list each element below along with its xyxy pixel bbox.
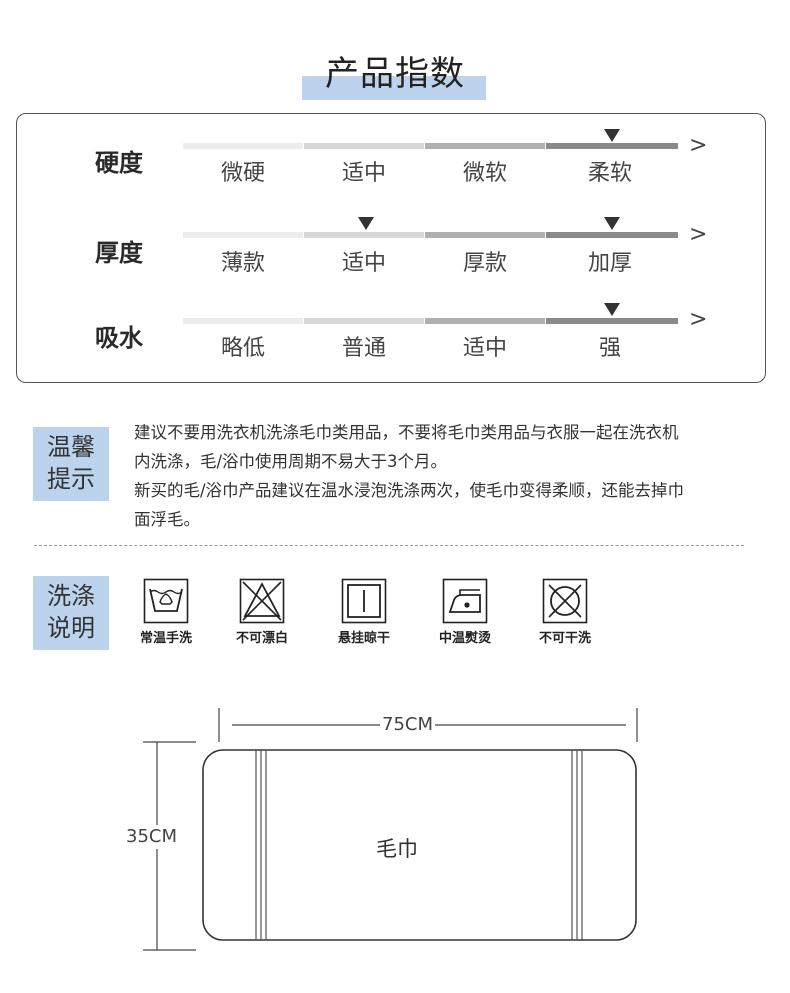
- no-bleach-icon: [239, 578, 285, 624]
- hang-dry-icon: [341, 578, 387, 624]
- scale-segment: [425, 143, 545, 149]
- wash-tag-line: 说明: [47, 614, 95, 642]
- selected-marker-icon: [604, 303, 620, 316]
- size-diagram: 75CM 35CM 毛巾: [0, 700, 790, 980]
- care-label: 常温手洗: [139, 631, 192, 646]
- level-label: 强: [598, 336, 621, 361]
- tips-tag-line: 温馨: [47, 433, 95, 461]
- scale-segment: [304, 232, 424, 238]
- wash-tag-line: 洗涤: [47, 582, 95, 610]
- care-label: 悬挂晾干: [337, 631, 390, 646]
- care-item-hand-wash: 常温手洗: [121, 578, 211, 648]
- scale-segment: [183, 232, 303, 238]
- care-item-no-dry-clean: 不可干洗: [520, 578, 610, 648]
- selected-marker-icon: [604, 217, 620, 230]
- scale-segment: [546, 143, 678, 149]
- level-label: 适中: [341, 251, 386, 276]
- care-label: 不可干洗: [538, 631, 591, 646]
- tips-line: 新买的毛/浴巾产品建议在温水浸泡洗涤两次，使毛巾变得柔顺，还能去掉巾: [134, 481, 685, 500]
- row-label: 厚度: [95, 239, 143, 267]
- level-label: 微软: [462, 161, 507, 186]
- scale-segment: [183, 318, 303, 324]
- tips-tag: 温馨 提示: [33, 427, 109, 501]
- title-highlight-bar: [302, 76, 486, 100]
- width-dimension-label: 75CM: [380, 714, 436, 735]
- level-label: 薄款: [220, 251, 265, 276]
- section-title: 产品指数: [0, 50, 790, 106]
- level-label: 厚款: [462, 251, 507, 276]
- tips-line: 内洗涤，毛/浴巾使用周期不易大于3个月。: [134, 452, 448, 471]
- towel-label: 毛巾: [376, 837, 418, 861]
- care-label: 不可漂白: [235, 631, 288, 646]
- row-label: 吸水: [95, 324, 143, 352]
- level-label: 略低: [220, 336, 265, 361]
- medium-iron-icon: [442, 578, 488, 624]
- index-row-thickness: 厚度 > 薄款 适中 厚款 加厚: [17, 217, 767, 297]
- scale-segment: [546, 232, 678, 238]
- level-label: 加厚: [587, 251, 632, 276]
- chevron-right-icon: >: [689, 133, 708, 158]
- index-row-absorbency: 吸水 > 略低 普通 适中 强: [17, 303, 767, 383]
- level-label: 微硬: [220, 161, 265, 186]
- height-dimension-label: 35CM: [126, 825, 178, 849]
- index-row-hardness: 硬度 > 微硬 适中 微软 柔软: [17, 129, 767, 209]
- scale-segment: [425, 232, 545, 238]
- care-item-no-bleach: 不可漂白: [217, 578, 307, 648]
- selected-marker-icon: [358, 217, 374, 230]
- dashed-divider: [34, 545, 744, 546]
- care-label: 中温熨烫: [438, 631, 491, 646]
- row-label: 硬度: [95, 149, 143, 177]
- scale-segment: [546, 318, 678, 324]
- tips-tag-line: 提示: [47, 465, 95, 493]
- no-dry-clean-icon: [542, 578, 588, 624]
- page-title: 产品指数: [325, 54, 465, 94]
- chevron-right-icon: >: [689, 307, 708, 332]
- level-label: 柔软: [587, 161, 632, 186]
- scale-segment: [183, 143, 303, 149]
- care-item-hang-dry: 悬挂晾干: [319, 578, 409, 648]
- tips-line: 建议不要用洗衣机洗涤毛巾类用品，不要将毛巾类用品与衣服一起在洗衣机: [134, 423, 679, 442]
- care-item-medium-iron: 中温熨烫: [420, 578, 510, 648]
- scale-segment: [304, 318, 424, 324]
- tips-text: 建议不要用洗衣机洗涤毛巾类用品，不要将毛巾类用品与衣服一起在洗衣机 内洗涤，毛/…: [134, 418, 754, 534]
- level-label: 普通: [341, 336, 386, 361]
- scale-segment: [304, 143, 424, 149]
- tips-line: 面浮毛。: [134, 510, 200, 529]
- level-label: 适中: [462, 336, 507, 361]
- level-label: 适中: [341, 161, 386, 186]
- product-index-panel: 硬度 > 微硬 适中 微软 柔软 厚度 > 薄款 适中 厚款 加厚 吸水 > 略…: [16, 113, 766, 383]
- wash-tag: 洗涤 说明: [33, 576, 109, 650]
- hand-wash-icon: [143, 578, 189, 624]
- chevron-right-icon: >: [689, 222, 708, 247]
- selected-marker-icon: [604, 129, 620, 142]
- scale-segment: [425, 318, 545, 324]
